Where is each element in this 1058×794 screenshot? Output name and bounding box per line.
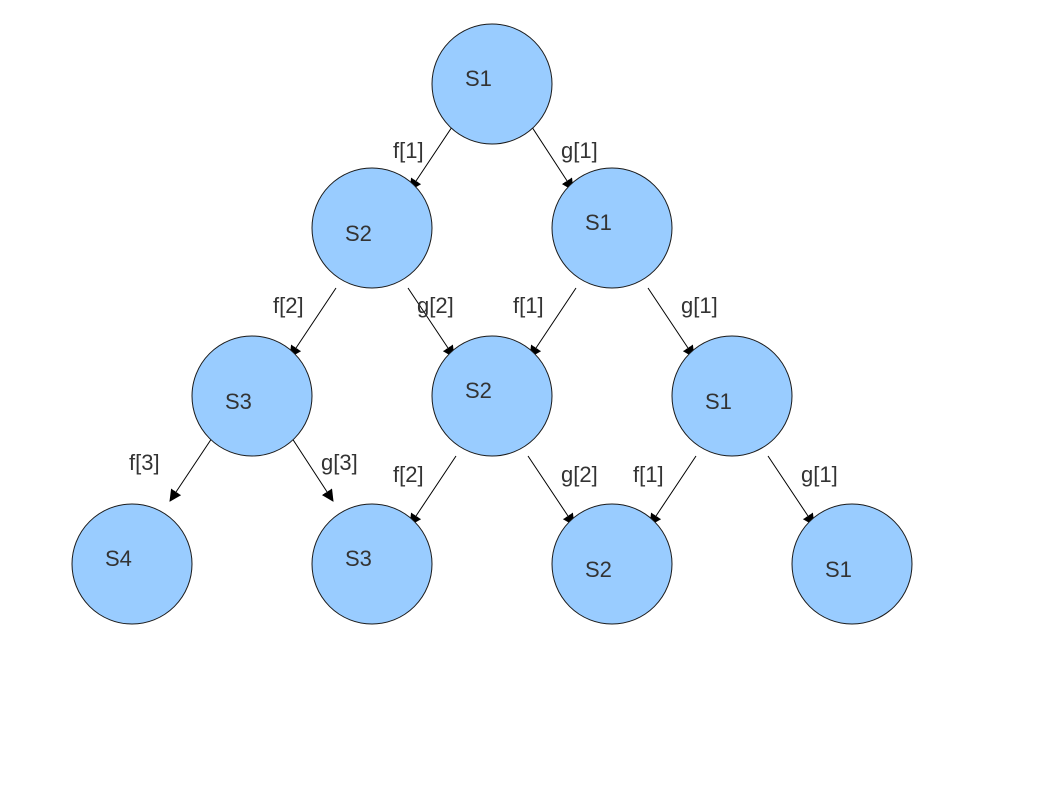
edge-label: g[2] (417, 293, 454, 318)
node-circle (311, 503, 433, 625)
node-label: S3 (225, 389, 252, 414)
edge-arrow (287, 431, 334, 502)
edge-label: g[1] (801, 462, 838, 487)
edge-arrow (527, 120, 574, 191)
edge-label: f[3] (129, 450, 160, 475)
edge-arrow (527, 455, 575, 526)
node-circle (551, 503, 673, 625)
nodes (71, 23, 913, 625)
edge-arrow (409, 455, 457, 526)
edge-arrow (649, 455, 697, 526)
edge-arrow (169, 431, 217, 502)
node-circle (431, 335, 553, 457)
edge-label: f[2] (273, 293, 304, 318)
edge-label: g[2] (561, 462, 598, 487)
edge-label: f[2] (393, 462, 424, 487)
edge-label: g[3] (321, 450, 358, 475)
edges (169, 120, 815, 526)
node-labels: S1 S2 S1 S3 S2 S1 S4 S3 S2 S1 (105, 66, 852, 582)
edge-label: f[1] (393, 138, 424, 163)
node-label: S4 (105, 546, 132, 571)
edge-arrow (407, 287, 455, 358)
node-circle (191, 335, 313, 457)
node-circle (311, 167, 433, 289)
node-label: S1 (705, 389, 732, 414)
edge-label: g[1] (681, 293, 718, 318)
node-label: S1 (825, 557, 852, 582)
edge-labels: f[1] g[1] f[2] g[2] f[1] g[1] f[3] g[3] … (129, 138, 838, 487)
node-circle (431, 23, 553, 145)
node-circle (791, 503, 913, 625)
node-circle (71, 503, 193, 625)
edge-arrow (409, 120, 457, 191)
edge-arrow (289, 287, 337, 358)
node-label: S1 (585, 210, 612, 235)
node-label: S3 (345, 546, 372, 571)
node-label: S1 (465, 66, 492, 91)
node-circle (671, 335, 793, 457)
edge-label: g[1] (561, 138, 598, 163)
edge-label: f[1] (633, 462, 664, 487)
node-label: S2 (465, 378, 492, 403)
edge-arrow (647, 287, 695, 358)
edge-arrow (529, 287, 577, 358)
edge-label: f[1] (513, 293, 544, 318)
edge-arrow (767, 455, 815, 526)
node-circle (551, 167, 673, 289)
node-label: S2 (345, 221, 372, 246)
node-label: S2 (585, 557, 612, 582)
